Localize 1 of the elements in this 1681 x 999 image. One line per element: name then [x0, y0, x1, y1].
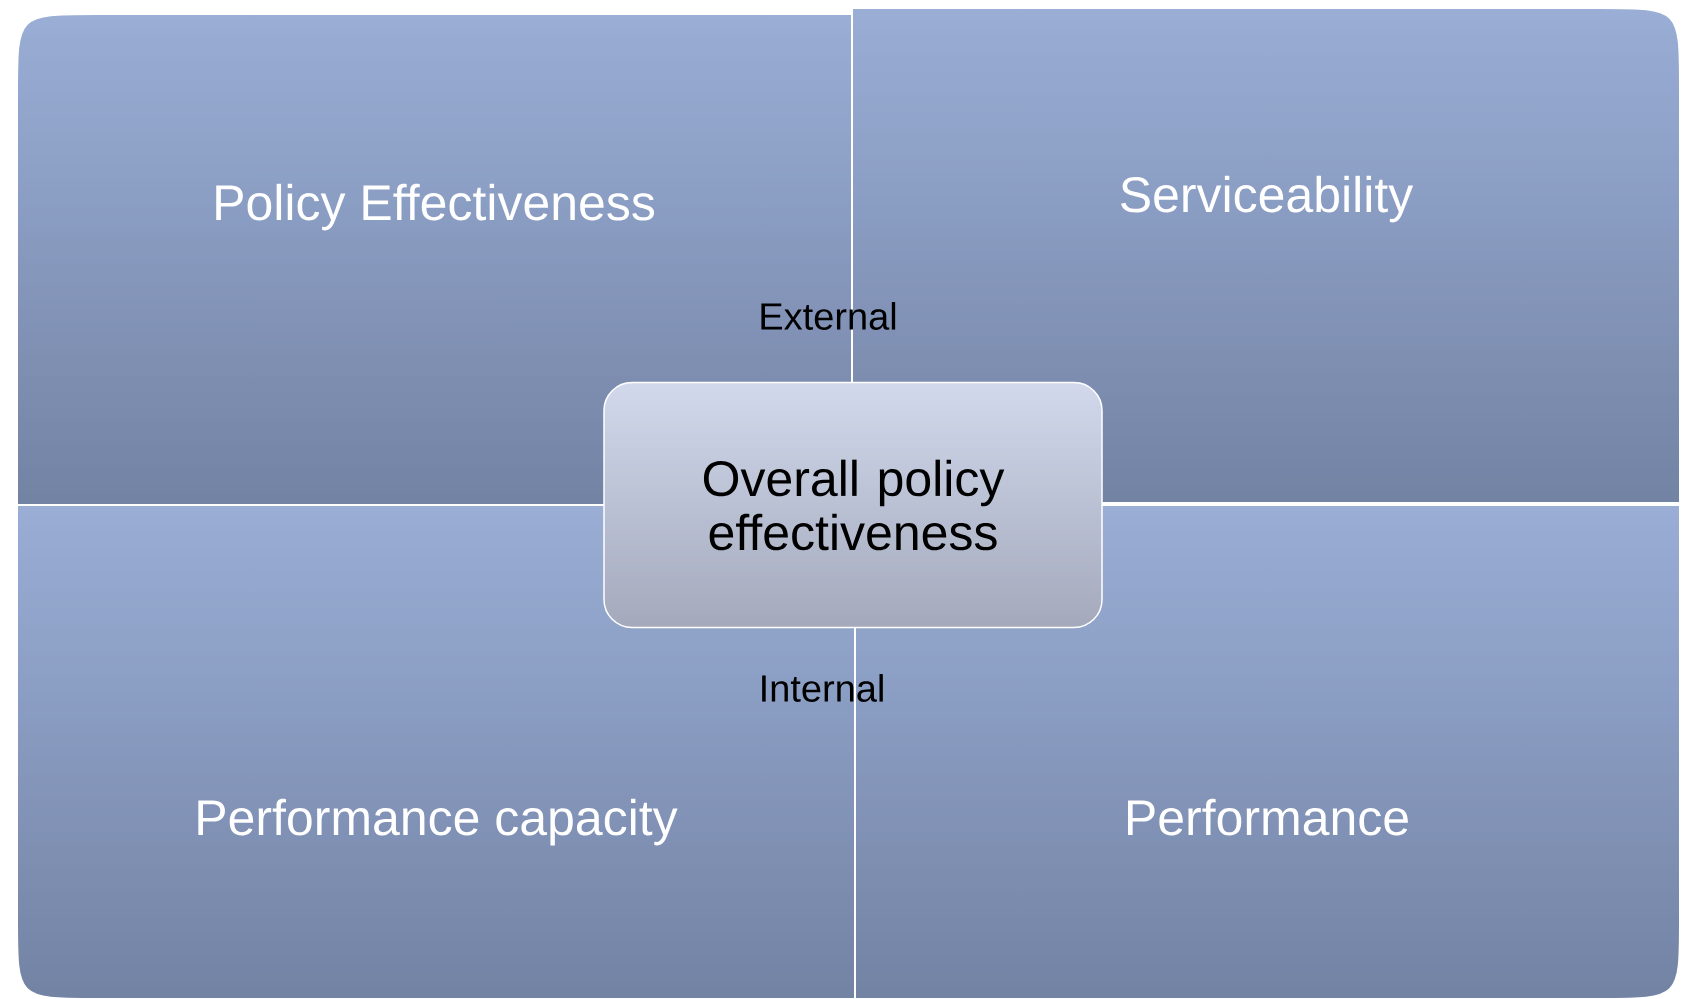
center-box: Overall policy effectiveness [603, 381, 1103, 629]
